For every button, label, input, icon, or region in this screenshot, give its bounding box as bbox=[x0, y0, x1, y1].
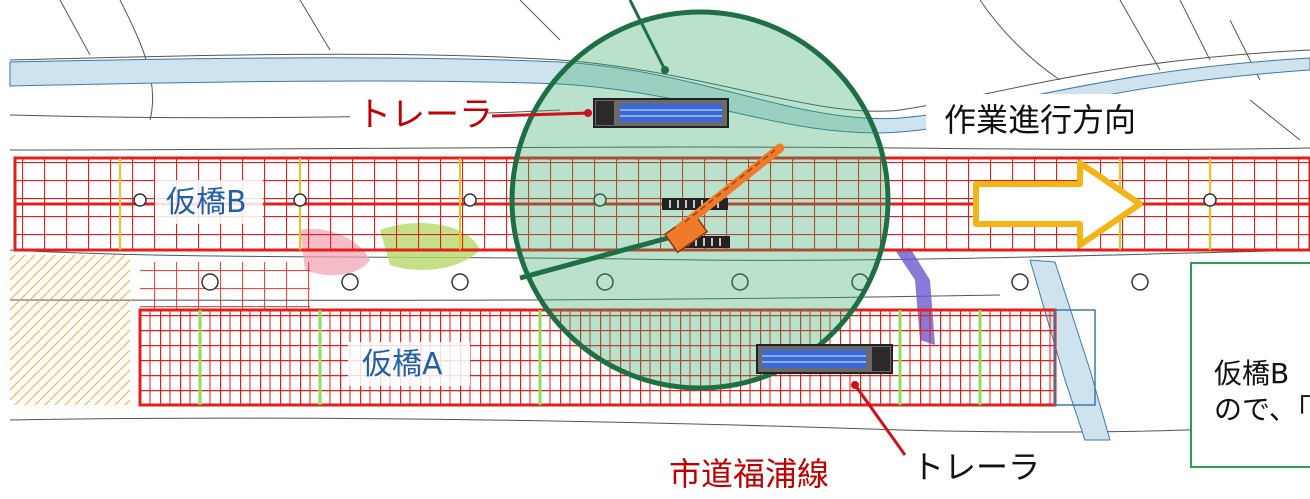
trailer-top-leader bbox=[491, 111, 591, 118]
direction-label-bg bbox=[926, 94, 1154, 146]
circle-leader-line bbox=[628, 0, 667, 71]
bridge-b-label-bg bbox=[155, 180, 263, 224]
trailer-icon-top bbox=[593, 98, 729, 128]
left-hatch-area bbox=[10, 255, 130, 405]
note-box: 仮橋B ので、｢ bbox=[1190, 262, 1310, 468]
trailer-top-label: トレーラ bbox=[357, 95, 493, 135]
river-lower bbox=[1029, 259, 1111, 441]
work-direction-label: 作業進行方向 bbox=[944, 101, 1137, 139]
trailer-bottom-leader-dot bbox=[851, 381, 859, 389]
bridge-a-label: 仮橋A bbox=[362, 347, 443, 382]
note-line-1: 仮橋B bbox=[1214, 357, 1290, 390]
trailer-icon-bottom bbox=[756, 344, 893, 374]
trailer-bottom-label: トレーラ bbox=[912, 448, 1041, 486]
direction-arrow-icon bbox=[973, 160, 1143, 248]
trailer-bottom-leader bbox=[853, 384, 907, 456]
crane-icon bbox=[662, 143, 785, 254]
note-line-2: ので、｢ bbox=[1214, 393, 1310, 426]
circle-leader-dot bbox=[661, 66, 669, 74]
trailer-top-leader-dot bbox=[584, 109, 592, 117]
road-name-label: 市道福浦線 bbox=[669, 455, 830, 493]
bridge-b-label: 仮橋B bbox=[166, 185, 247, 220]
trailer-top-label-bg bbox=[350, 92, 488, 138]
circle-radius-line bbox=[519, 235, 669, 281]
bridge-a-label-bg bbox=[348, 342, 470, 386]
connector-grid bbox=[140, 262, 310, 310]
